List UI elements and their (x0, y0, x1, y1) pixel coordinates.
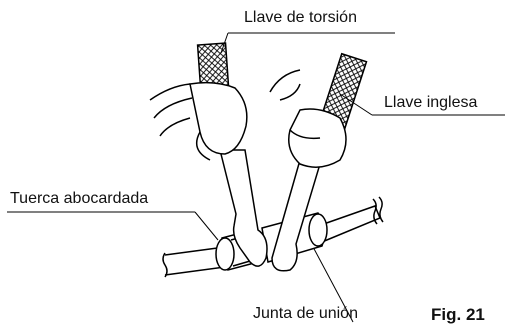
label-union-joint: Junta de unión (253, 305, 358, 322)
pipe-right (317, 196, 384, 243)
label-torque-wrench: Llave de torsión (244, 9, 357, 26)
figure-number: Fig. 21 (431, 305, 485, 324)
label-adjustable-wrench: Llave inglesa (384, 94, 478, 111)
adjustable-wrench (269, 52, 368, 272)
label-flare-nut: Tuerca abocardada (10, 190, 149, 207)
torque-wrench (149, 42, 268, 267)
leader-lines (7, 32, 505, 323)
